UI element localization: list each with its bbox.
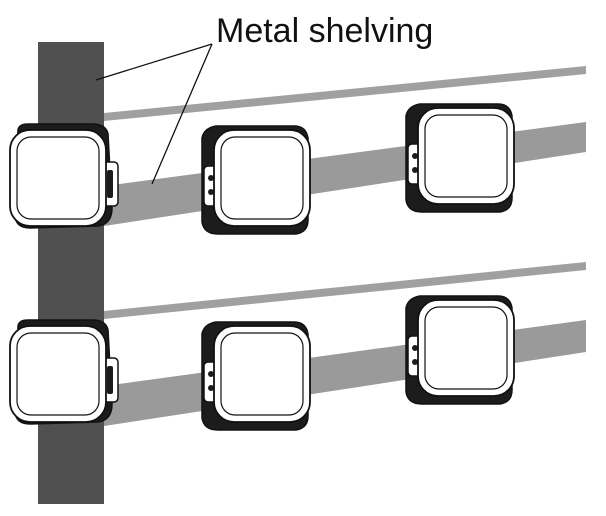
device-upper-3 bbox=[405, 103, 515, 213]
callout-leader-post bbox=[95, 43, 213, 81]
shelf-back-rail-upper bbox=[104, 66, 586, 121]
device-upper-1 bbox=[9, 123, 119, 229]
device-lower-3 bbox=[405, 295, 515, 405]
callout-label: Metal shelving bbox=[216, 12, 434, 50]
device-lower-1 bbox=[9, 319, 119, 425]
metal-post bbox=[38, 42, 104, 504]
device-lower-2 bbox=[201, 321, 311, 431]
device-upper-2 bbox=[201, 125, 311, 235]
callout-leader-rail bbox=[151, 43, 213, 185]
shelf-back-rail-lower bbox=[104, 262, 586, 319]
